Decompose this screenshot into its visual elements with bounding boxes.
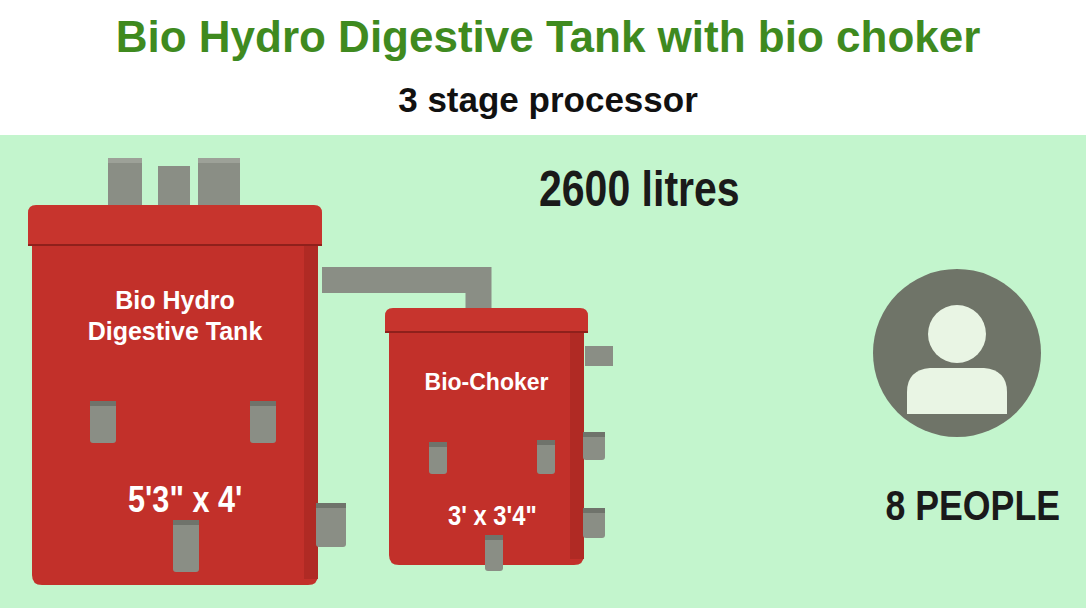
tank-shade	[304, 245, 318, 579]
subtitle: 3 stage processor	[398, 80, 698, 120]
pipe-connector	[322, 280, 479, 308]
tank: Bio Hydro Digestive Tank 5'3" x 4'	[28, 205, 322, 585]
pipe	[158, 166, 190, 208]
pipe-rim	[316, 503, 346, 508]
tank-body	[32, 243, 318, 585]
person-head	[928, 305, 986, 363]
pipe-stub	[316, 503, 346, 547]
pipe-stub	[583, 432, 605, 460]
capacity-label: 2600 litres	[539, 160, 740, 218]
pipe-stub	[583, 508, 605, 538]
pipe-stub	[90, 401, 116, 443]
outlet-pipe	[585, 346, 613, 366]
pipe	[198, 158, 240, 208]
people-label: 8 PEOPLE	[885, 482, 1060, 530]
tank-lid	[28, 205, 322, 245]
pipe-rim	[429, 442, 447, 447]
tank-name: Bio Hydro Digestive Tank	[75, 285, 275, 348]
pipe-stub	[173, 520, 199, 572]
pipe-rim	[583, 432, 605, 437]
pipe-rim	[198, 158, 240, 163]
lid-edge	[385, 331, 588, 333]
dimension-label: 3' x 3'4"	[448, 500, 537, 534]
pipe-rim	[173, 520, 199, 525]
pipe-rim	[537, 440, 555, 445]
pipe-stub	[537, 440, 555, 474]
lid-edge	[28, 244, 322, 246]
pipe-stub	[250, 401, 276, 443]
tank-lid	[385, 308, 588, 332]
pipe-rim	[250, 401, 276, 406]
title: Bio Hydro Digestive Tank with bio choker	[116, 12, 981, 62]
tank: Bio-Choker 3' x 3'4"	[385, 308, 588, 565]
tank-shade	[570, 332, 584, 559]
pipe	[108, 158, 142, 208]
pipe-rim	[485, 535, 503, 540]
pipe-rim	[90, 401, 116, 406]
tank-shape	[28, 205, 322, 585]
tank-name: Bio-Choker	[425, 368, 549, 397]
person-body	[907, 368, 1007, 414]
dimension-label: 5'3" x 4'	[128, 477, 242, 522]
person-icon	[873, 269, 1041, 437]
tank-body	[389, 330, 584, 565]
pipe-rim	[583, 508, 605, 513]
pipe-stub	[429, 442, 447, 474]
pipe-stub	[485, 535, 503, 571]
pipe-rim	[108, 158, 142, 163]
